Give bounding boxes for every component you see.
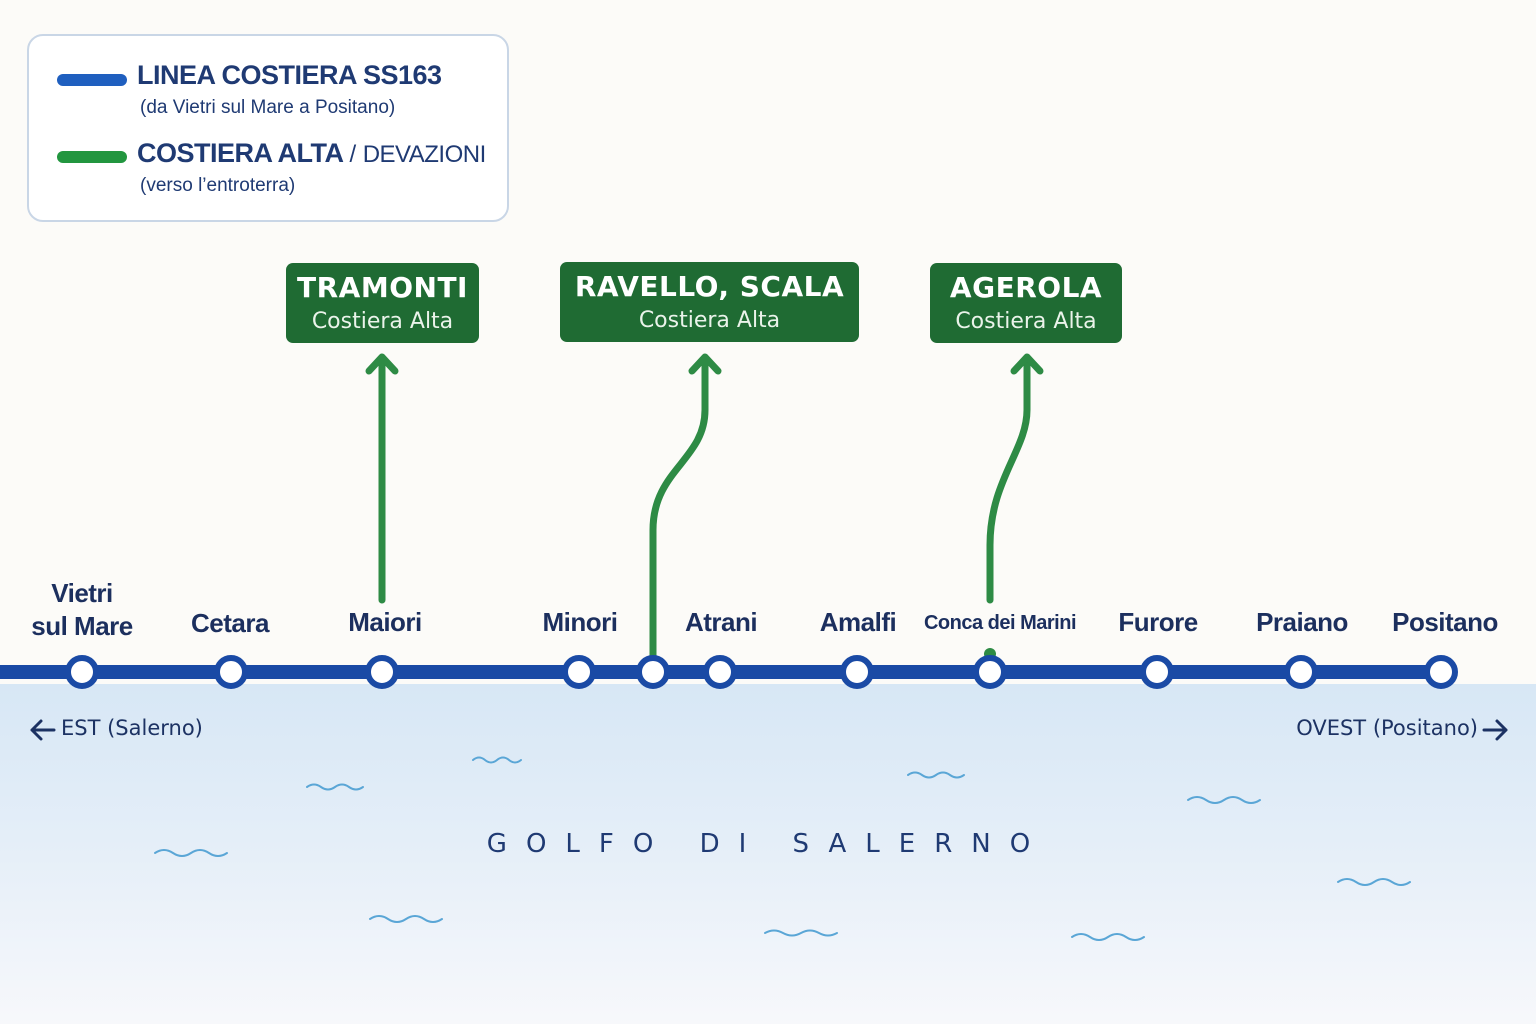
- stop-label-line: Vietri: [51, 578, 113, 608]
- wave: [306, 783, 364, 791]
- arrow-right-icon: [1482, 719, 1508, 741]
- branch-line-agerola: [986, 361, 1031, 604]
- branch-arrowhead-tramonti: [365, 353, 399, 375]
- station-marker-conca[interactable]: [973, 655, 1007, 689]
- station-marker-atrani[interactable]: [703, 655, 737, 689]
- stop-label-cetara: Cetara: [191, 608, 269, 638]
- legend-main-title: LINEA COSTIERA SS163: [137, 60, 442, 90]
- wave: [764, 929, 838, 937]
- station-marker-furore[interactable]: [1140, 655, 1174, 689]
- branch-arrowhead-ravello: [688, 353, 722, 375]
- legend-main-swatch: [57, 74, 127, 86]
- legend-branch-separator: /: [349, 141, 357, 168]
- stop-label-line: sul Mare: [31, 611, 133, 641]
- legend-branch-title: COSTIERA ALTA / DEVAZIONI: [137, 138, 486, 169]
- sea-label: GOLFO DI SALERNO: [486, 829, 1050, 859]
- arrow-left-icon: [30, 719, 56, 741]
- destination-name: AGEROLA: [949, 271, 1103, 304]
- destination-subtitle: Costiera Alta: [638, 308, 781, 333]
- wave: [907, 771, 965, 779]
- sea-waves: [154, 756, 1411, 941]
- legend-main-subtitle: (da Vietri sul Mare a Positano): [140, 97, 396, 118]
- stop-label-amalfi: Amalfi: [819, 607, 897, 637]
- station-marker-cetara[interactable]: [214, 655, 248, 689]
- legend: LINEA COSTIERA SS163 (da Vietri sul Mare…: [27, 34, 509, 222]
- stop-label-atrani: Atrani: [684, 607, 758, 637]
- destination-sign-ravello[interactable]: RAVELLO, SCALA Costiera Alta: [560, 262, 859, 342]
- station-marker-junction-ravello[interactable]: [636, 655, 670, 689]
- station-marker-amalfi[interactable]: [840, 655, 874, 689]
- legend-branch-swatch: [57, 151, 127, 163]
- wave: [154, 849, 228, 857]
- station-marker-maiori[interactable]: [365, 655, 399, 689]
- station-marker-positano[interactable]: [1424, 655, 1458, 689]
- wave: [1187, 796, 1261, 804]
- branch-line-ravello: [649, 361, 709, 666]
- stop-label-maiori: Maiori: [348, 607, 422, 637]
- stop-label-praiano: Praiano: [1256, 607, 1348, 637]
- stop-label-minori: Minori: [542, 607, 619, 637]
- station-marker-praiano[interactable]: [1284, 655, 1318, 689]
- wave: [1337, 878, 1411, 886]
- stop-label-positano: Positano: [1392, 607, 1498, 637]
- stop-label-furore: Furore: [1118, 607, 1198, 637]
- sea-area: [0, 684, 1536, 1024]
- destination-name: TRAMONTI: [297, 271, 468, 304]
- direction-east: EST (Salerno): [61, 716, 203, 740]
- destination-sign-tramonti[interactable]: TRAMONTI Costiera Alta: [286, 263, 479, 343]
- wave: [369, 915, 443, 923]
- wave: [1071, 933, 1145, 941]
- destination-name: RAVELLO, SCALA: [574, 270, 845, 303]
- legend-branch-title-main: COSTIERA ALTA: [137, 138, 343, 168]
- stop-label-conca: Conca dei Marini: [923, 612, 1077, 634]
- wave: [472, 756, 522, 764]
- station-marker-minori[interactable]: [562, 655, 596, 689]
- legend-branch-subtitle: (verso l’entroterra): [140, 175, 296, 196]
- branch-arrowhead-agerola: [1010, 353, 1044, 375]
- destination-subtitle: Costiera Alta: [311, 309, 454, 334]
- station-markers: [65, 655, 1458, 689]
- stop-label-vietri: Vietri sul Mare: [31, 577, 133, 643]
- destination-sign-agerola[interactable]: AGEROLA Costiera Alta: [930, 263, 1122, 343]
- station-marker-vietri[interactable]: [65, 655, 99, 689]
- destination-subtitle: Costiera Alta: [955, 309, 1097, 334]
- direction-west: OVEST (Positano): [1296, 716, 1478, 740]
- legend-branch-suffix: DEVAZIONI: [362, 141, 487, 168]
